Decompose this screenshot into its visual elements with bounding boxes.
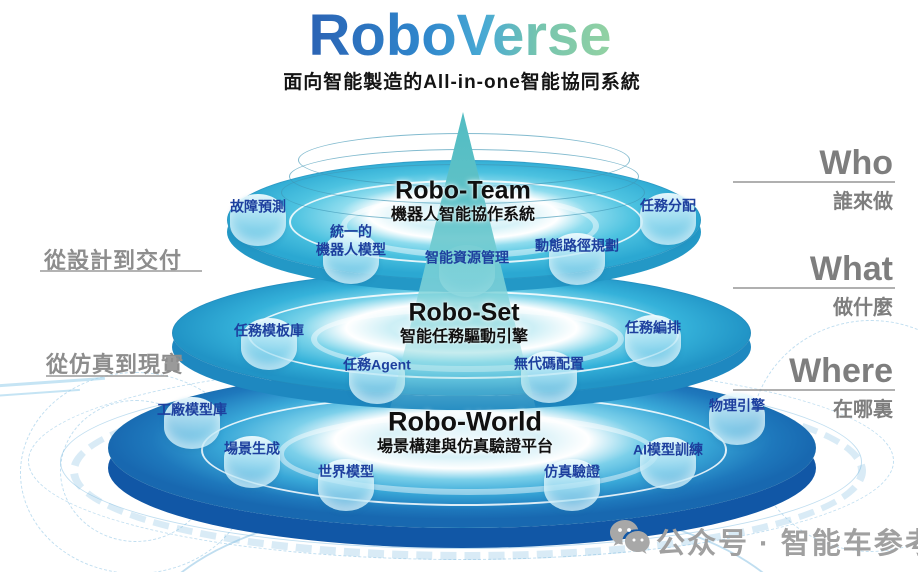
- node-ai-model-training: AI模型訓練: [633, 441, 703, 458]
- wechat-icon: [608, 518, 654, 563]
- node-pill: [241, 318, 297, 370]
- tier-name: Robo-Set: [408, 298, 520, 327]
- tier-name: Robo-Team: [395, 176, 531, 205]
- node-task-orchestration: 任務編排: [625, 319, 681, 336]
- page-title: RoboVerse: [308, 3, 612, 68]
- node-pill: [640, 437, 696, 489]
- page-subtitle: 面向智能製造的All-in-one智能協同系統: [283, 72, 641, 93]
- right-underline-where: [733, 389, 895, 391]
- node-no-code-configuration: 無代碼配置: [514, 355, 584, 372]
- node-simulation-verification: 仿真驗證: [544, 463, 600, 480]
- watermark-text: 公众号 · 智能车参考: [656, 528, 918, 560]
- tier-title-robo-world: Robo-World 場景構建與仿真驗證平台: [376, 406, 554, 457]
- right-label-who: Who: [819, 144, 893, 182]
- node-factory-model-library: 工廠模型庫: [157, 401, 227, 418]
- node-intelligent-resource-management: 智能資源管理: [425, 249, 509, 266]
- node-dynamic-path-planning: 動態路徑規劃: [535, 237, 619, 254]
- node-world-model: 世界模型: [318, 463, 374, 480]
- node-pill: [709, 393, 765, 445]
- right-label-where-zh: 在哪裏: [833, 399, 893, 421]
- left-label-underline-1: [40, 270, 202, 272]
- node-pill: [323, 232, 379, 284]
- node-pill: [224, 436, 280, 488]
- tier-name: Robo-World: [388, 406, 542, 437]
- right-underline-who: [733, 181, 895, 183]
- left-label-sim-to-reality: 從仿真到現實: [46, 352, 185, 377]
- node-pill: [318, 459, 374, 511]
- node-task-template-library: 任務模板庫: [234, 322, 304, 339]
- node-pill: [640, 193, 696, 245]
- node-task-agent: 任務Agent: [343, 356, 411, 373]
- left-label-underline-2: [46, 375, 168, 377]
- right-label-what-zh: 做什麼: [833, 297, 893, 319]
- node-task-allocation: 任務分配: [640, 197, 696, 214]
- tier-title-robo-team: Robo-Team 機器人智能協作系統: [390, 176, 536, 225]
- right-label-what: What: [809, 250, 893, 288]
- node-pill: [164, 397, 220, 449]
- node-physics-engine: 物理引擎: [709, 397, 765, 414]
- tier-subtitle: 智能任務驅動引擎: [399, 328, 529, 346]
- tier-subtitle: 機器人智能協作系統: [390, 206, 536, 224]
- tier-title-robo-set: Robo-Set 智能任務驅動引擎: [399, 298, 529, 347]
- node-pill: [544, 459, 600, 511]
- node-pill: [625, 315, 681, 367]
- node-scene-generation: 場景生成: [224, 440, 280, 457]
- right-underline-what: [733, 287, 895, 289]
- tier-subtitle: 場景構建與仿真驗證平台: [376, 438, 554, 456]
- node-unified-robot-model: 統一的 機器人模型: [316, 223, 386, 258]
- node-pill: [549, 233, 605, 285]
- right-label-who-zh: 誰來做: [833, 191, 893, 213]
- left-label-design-to-delivery: 從設計到交付: [44, 248, 183, 273]
- node-pill: [230, 194, 286, 246]
- node-fault-prediction: 故障預測: [230, 198, 286, 215]
- right-label-where: Where: [789, 352, 893, 390]
